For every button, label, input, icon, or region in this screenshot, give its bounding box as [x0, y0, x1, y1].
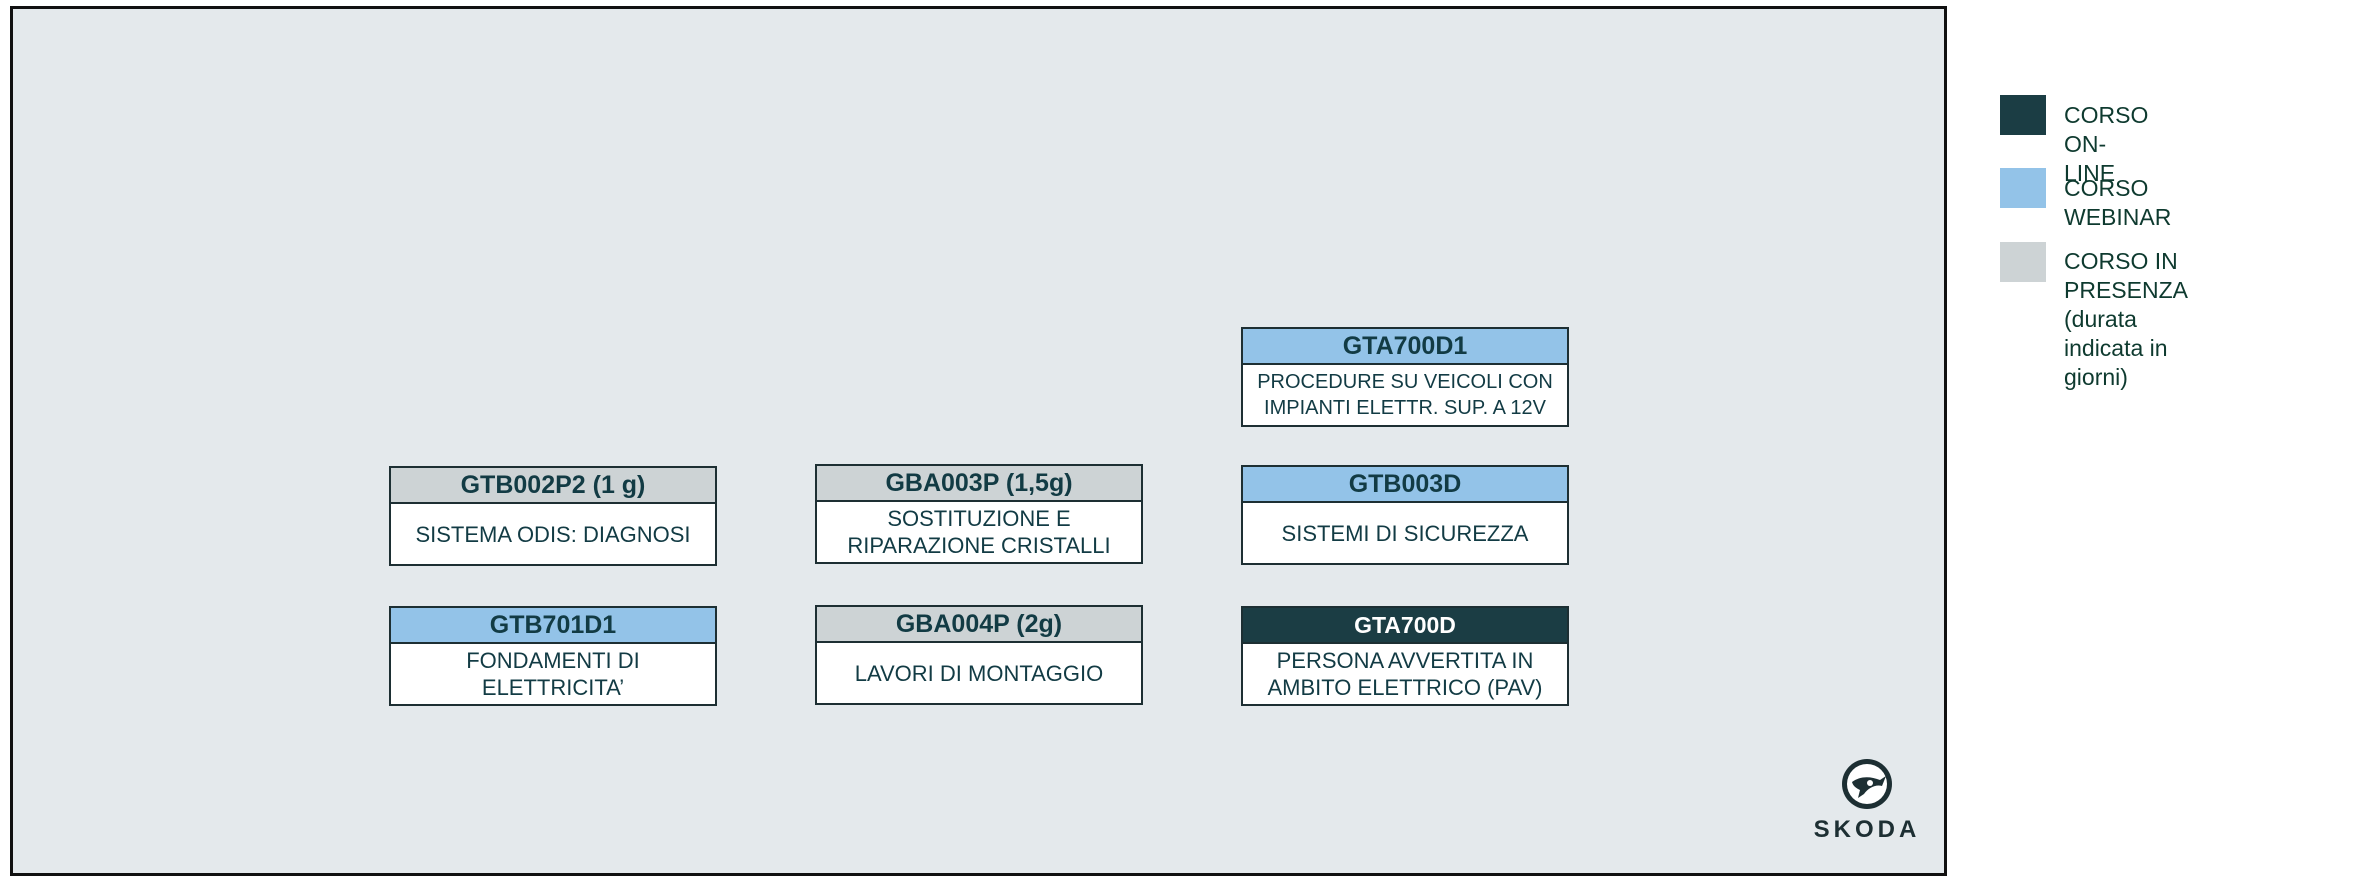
- brand-wordmark: SKODA: [1813, 816, 1921, 843]
- course-card-gba004p[interactable]: GBA004P (2g) LAVORI DI MONTAGGIO: [815, 605, 1143, 705]
- course-title: PROCEDURE SU VEICOLI CON IMPIANTI ELETTR…: [1257, 371, 1553, 419]
- course-code: GTB701D1: [391, 608, 715, 644]
- legend-swatch-online: [2000, 95, 2046, 135]
- legend-swatch-webinar: [2000, 168, 2046, 208]
- legend-label-presenza: CORSO IN PRESENZA (durata indicata in gi…: [2064, 248, 2188, 390]
- course-title: PERSONA AVVERTITA IN AMBITO ELETTRICO (P…: [1267, 648, 1543, 700]
- course-code: GTA700D1: [1243, 329, 1567, 365]
- course-card-gtb003d[interactable]: GTB003D SISTEMI DI SICUREZZA: [1241, 465, 1569, 565]
- course-title: SOSTITUZIONE E RIPARAZIONE CRISTALLI: [847, 506, 1111, 558]
- course-card-gtb002p2[interactable]: GTB002P2 (1 g) SISTEMA ODIS: DIAGNOSI: [389, 466, 717, 566]
- course-card-gtb701d1[interactable]: GTB701D1 FONDAMENTI DI ELETTRICITA’: [389, 606, 717, 706]
- course-code: GTB002P2 (1 g): [391, 468, 715, 504]
- skoda-winged-arrow-icon: [1842, 759, 1892, 809]
- course-title: LAVORI DI MONTAGGIO: [854, 660, 1104, 686]
- course-title: FONDAMENTI DI ELETTRICITA’: [466, 648, 640, 700]
- legend-swatch-presenza: [2000, 242, 2046, 282]
- course-card-gta700d[interactable]: GTA700D PERSONA AVVERTITA IN AMBITO ELET…: [1241, 606, 1569, 706]
- course-code: GBA003P (1,5g): [817, 466, 1141, 502]
- course-card-gba003p[interactable]: GBA003P (1,5g) SOSTITUZIONE E RIPARAZION…: [815, 464, 1143, 564]
- course-map-panel: [10, 6, 1947, 876]
- legend-label-online: CORSO ON-LINE: [2064, 102, 2149, 186]
- course-title: SISTEMI DI SICUREZZA: [1281, 520, 1529, 546]
- brand-logo: SKODA: [1808, 758, 1926, 846]
- legend-label-webinar: CORSO WEBINAR: [2064, 175, 2172, 230]
- course-code: GTB003D: [1243, 467, 1567, 503]
- course-code: GTA700D: [1243, 608, 1567, 644]
- course-title: SISTEMA ODIS: DIAGNOSI: [415, 521, 691, 547]
- course-card-gta700d1[interactable]: GTA700D1 PROCEDURE SU VEICOLI CON IMPIAN…: [1241, 327, 1569, 427]
- course-code: GBA004P (2g): [817, 607, 1141, 643]
